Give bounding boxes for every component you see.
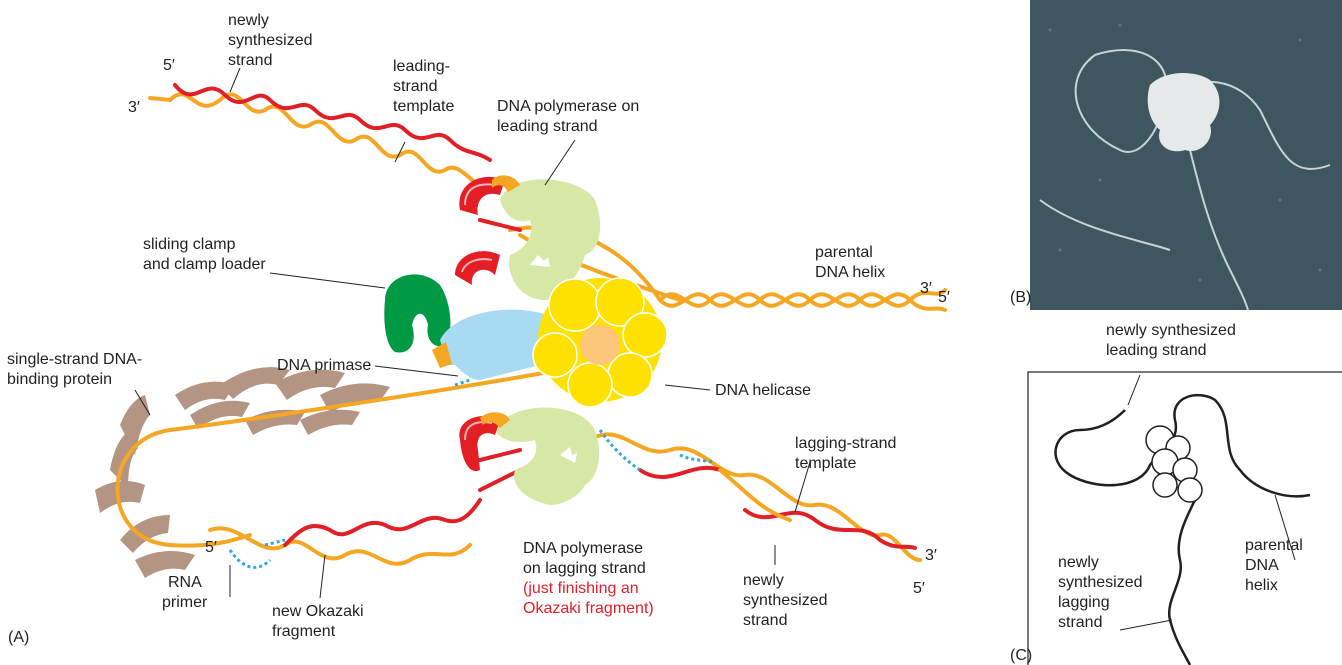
panel-a: newly synthesized strand 5′ 3′ leading- …	[7, 12, 950, 646]
dna-helicase	[533, 278, 667, 407]
label-single-strand-binding: single-strand DNA- binding protein	[7, 351, 147, 388]
label-just-finishing: (just finishing an Okazaki fragment)	[523, 580, 654, 617]
panel-label-c: (C)	[1010, 647, 1032, 664]
panel-b: (B)	[1010, 0, 1342, 310]
label-parental-dna-helix: parental DNA helix	[815, 244, 885, 281]
label-dna-primase: DNA primase	[277, 357, 371, 374]
label-5prime-lagging: 5′	[913, 580, 925, 597]
electron-micrograph	[1030, 0, 1342, 310]
sliding-clamp-bottom	[459, 412, 510, 471]
panel-label-a: (A)	[8, 629, 29, 646]
protein-tracing	[1146, 426, 1202, 502]
label-newly-synthesized-strand-top: newly synthesized strand	[228, 12, 317, 69]
label-dna-polymerase-lagging: DNA polymerase on lagging strand	[523, 540, 648, 577]
label-dna-helicase: DNA helicase	[715, 382, 811, 399]
sliding-clamp-middle	[455, 251, 500, 285]
label-5prime-okazaki: 5′	[205, 539, 217, 556]
label-newly-synthesized-leading: newly synthesized leading strand	[1106, 322, 1240, 359]
label-5prime-parental: 5′	[938, 289, 950, 306]
label-newly-synthesized-strand-bottom: newly synthesized strand	[743, 572, 832, 629]
okazaki-region	[210, 470, 520, 567]
label-rna-primer: RNA primer	[162, 574, 208, 611]
label-parental-dna-helix-c: parental DNA helix	[1245, 537, 1307, 594]
label-sliding-clamp: sliding clamp and clamp loader	[143, 236, 266, 273]
dna-polymerase-lagging	[495, 408, 599, 506]
panel-c: newly synthesized leading strand newly s…	[1010, 322, 1342, 665]
label-dna-polymerase-leading: DNA polymerase on leading strand	[497, 98, 644, 135]
label-3prime-top: 3′	[128, 99, 140, 116]
label-3prime-lagging: 3′	[925, 547, 937, 564]
label-new-okazaki-fragment: new Okazaki fragment	[272, 603, 368, 640]
label-leading-strand-template: leading- strand template	[393, 58, 454, 115]
label-newly-synthesized-lagging: newly synthesized lagging strand	[1058, 554, 1147, 631]
label-lagging-strand-template: lagging-strand template	[795, 435, 901, 472]
label-3prime-parental: 3′	[920, 280, 932, 297]
label-5prime-top: 5′	[163, 57, 175, 74]
single-strand-binding-protein	[95, 367, 390, 578]
panel-label-b: (B)	[1010, 289, 1031, 306]
